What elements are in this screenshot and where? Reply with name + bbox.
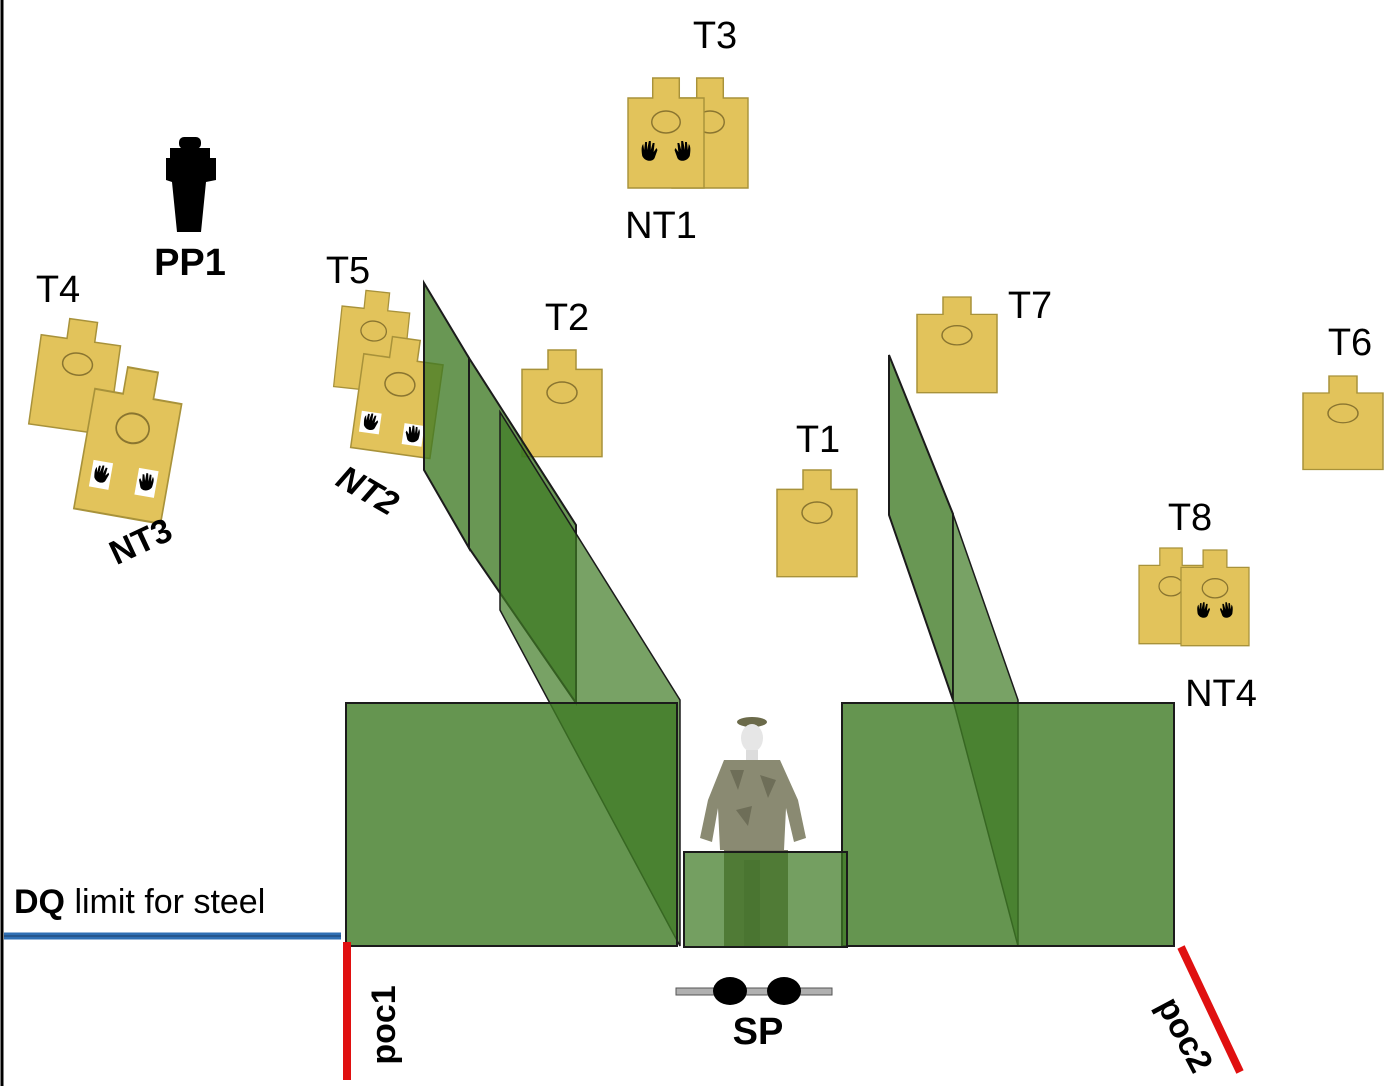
label-poc1: poc1	[365, 985, 403, 1064]
popper-steel-icon	[166, 137, 216, 232]
poc2-fault-line	[1177, 945, 1244, 1074]
label-t1: T1	[796, 419, 840, 461]
label-nt1: NT1	[625, 205, 697, 247]
label-dq-rest: limit for steel	[65, 883, 265, 921]
target-t1	[776, 469, 858, 578]
wall-front-right	[841, 702, 1175, 947]
label-t6: T6	[1328, 322, 1372, 364]
target-t7	[916, 296, 998, 394]
label-t3: T3	[693, 15, 737, 57]
label-pp1: PP1	[154, 242, 226, 284]
no-shoot-nt3	[72, 361, 188, 525]
no-shoot-nt2	[349, 332, 447, 460]
label-sp: SP	[733, 1011, 784, 1053]
label-nt2: NT2	[330, 458, 405, 523]
target-t2	[521, 349, 603, 458]
label-nt3: NT3	[104, 511, 178, 573]
label-t4: T4	[36, 269, 80, 311]
wall-right-angled-1	[888, 354, 954, 701]
footprints-icon	[675, 977, 833, 1005]
label-dq-limit: DQ limit for steel	[14, 883, 265, 921]
label-t7: T7	[1008, 285, 1052, 327]
label-dq-bold: DQ	[14, 883, 65, 921]
no-shoot-nt1	[627, 77, 705, 189]
target-t6	[1302, 375, 1384, 471]
wall-front-left	[345, 702, 678, 947]
label-nt4: NT4	[1185, 673, 1257, 715]
label-t2: T2	[545, 297, 589, 339]
wall-left-angled-1	[423, 279, 470, 552]
no-shoot-nt4	[1180, 549, 1250, 647]
wall-front-center	[683, 851, 848, 948]
label-t5: T5	[326, 250, 370, 292]
label-t8: T8	[1168, 497, 1212, 539]
